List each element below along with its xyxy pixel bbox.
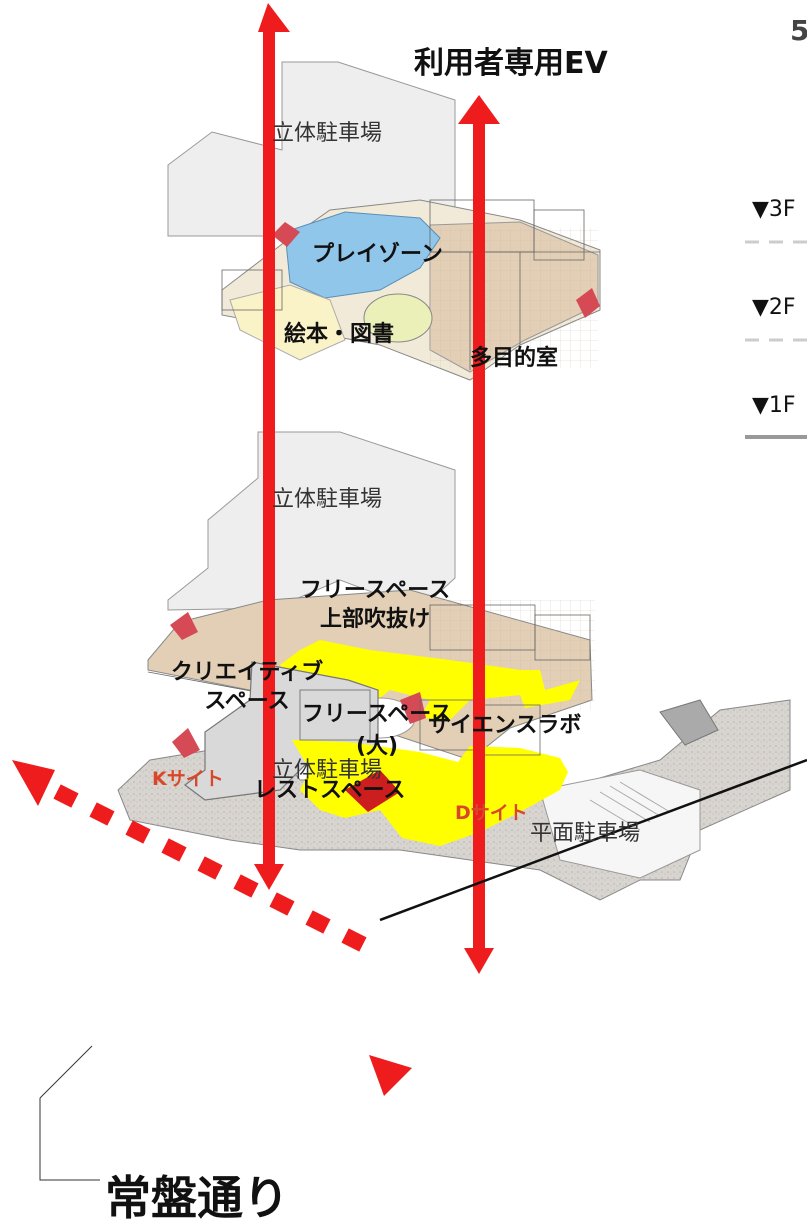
level-3-red-stair-a bbox=[272, 222, 300, 247]
picture-book-area bbox=[229, 284, 346, 361]
street-leader-line bbox=[39, 1045, 93, 1099]
level-3-red-stair-b bbox=[576, 288, 600, 318]
level-3-wireframe bbox=[221, 199, 600, 370]
level-1-parking-label: 立体駐車場 bbox=[272, 758, 383, 783]
reading-circle bbox=[363, 293, 433, 343]
flat-parking-lot bbox=[539, 769, 701, 879]
street-direction-arrow bbox=[12, 760, 412, 1096]
level-3-plan bbox=[167, 61, 601, 381]
level-1-red-stair-a bbox=[172, 728, 200, 758]
level-3-room-grid bbox=[430, 228, 598, 368]
multipurpose-room-label: 多目的室 bbox=[470, 346, 559, 371]
right-ramp-hatch bbox=[659, 699, 719, 746]
floor-2f-label: ▼2F bbox=[752, 295, 796, 320]
detail-callout-line bbox=[379, 758, 807, 922]
picture-books-label: 絵本・図書 bbox=[284, 322, 395, 347]
flat-parking-label: 平面駐車場 bbox=[530, 821, 641, 846]
play-zone-pool bbox=[284, 211, 441, 299]
floor-3f-label: ▼3F bbox=[752, 197, 796, 222]
k-site-label: Kサイト bbox=[152, 768, 224, 790]
street-leader-line-tail bbox=[39, 1098, 100, 1181]
rest-space-label: レストスペース bbox=[254, 778, 406, 803]
level-3-parking-label: 立体駐車場 bbox=[272, 121, 383, 146]
street-name-label: 常盤通り bbox=[105, 1171, 289, 1225]
creative-space-label: クリエイティブ スペース bbox=[162, 659, 332, 716]
play-zone-label: プレイゾーン bbox=[312, 242, 443, 267]
d-site-label: Dサイト bbox=[455, 802, 528, 824]
free-space-void-label: フリースペース 上部吹抜け bbox=[280, 577, 470, 634]
free-space-void-line-1: フリースペース bbox=[299, 578, 451, 603]
level-1-plan bbox=[117, 661, 791, 901]
elevator-arrow-right bbox=[458, 95, 500, 974]
level-1-red-entry bbox=[345, 770, 400, 812]
free-space-large-label: フリースペース (大) bbox=[282, 699, 472, 763]
level-2-parking-label: 立体駐車場 bbox=[272, 487, 383, 512]
level-2-red-stair-a bbox=[170, 612, 198, 640]
level-1-corridor-highlight bbox=[292, 740, 568, 846]
free-space-large-line-1: フリースペース bbox=[301, 702, 453, 727]
creative-space-line-1: クリエイティブ bbox=[170, 660, 324, 685]
floor-level-lines bbox=[745, 240, 807, 439]
edge-fragment-text: 5 bbox=[790, 14, 807, 47]
free-space-void-line-2: 上部吹抜け bbox=[319, 606, 430, 632]
level-2-red-stair-b bbox=[400, 692, 426, 724]
diagram-title: 利用者専用EV bbox=[414, 46, 608, 81]
creative-space-line-2: スペース bbox=[204, 688, 290, 714]
free-space-large-line-2: (大) bbox=[355, 733, 399, 759]
science-lab-label: サイエンスラボ bbox=[428, 713, 582, 738]
elevator-arrow-left bbox=[254, 3, 290, 890]
floor-1f-label: ▼1F bbox=[752, 393, 796, 418]
